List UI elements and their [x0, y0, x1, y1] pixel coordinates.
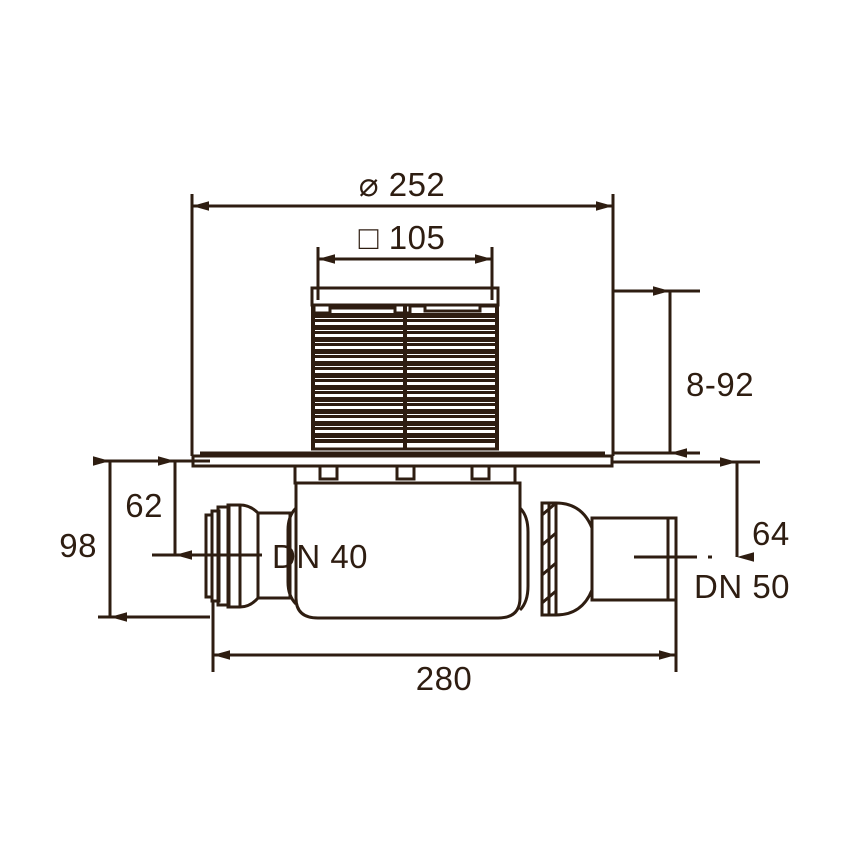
- grate-assembly: [310, 286, 500, 451]
- centerline-solid-segments: [206, 553, 682, 559]
- clamp-collar: [293, 464, 517, 485]
- outlet-dn50: [518, 501, 678, 617]
- label-outlet-dn50: DN 50: [694, 568, 790, 605]
- label-flange-diameter: ⌀ 252: [359, 166, 446, 203]
- grate-rails: [311, 306, 499, 449]
- flange-plate: [191, 451, 614, 468]
- inlet-dn40: [204, 503, 298, 609]
- label-total-body-height: 98: [59, 527, 97, 564]
- grate-top-frame: [310, 286, 500, 315]
- label-outlet-center-height: 64: [752, 515, 790, 552]
- label-grate-square: □ 105: [359, 219, 446, 256]
- label-overall-length: 280: [416, 660, 473, 697]
- trap-body: [294, 481, 522, 620]
- label-inlet-center-height: 62: [125, 487, 163, 524]
- label-inlet-dn40: DN 40: [272, 538, 368, 575]
- label-height-adjust: 8-92: [686, 366, 754, 403]
